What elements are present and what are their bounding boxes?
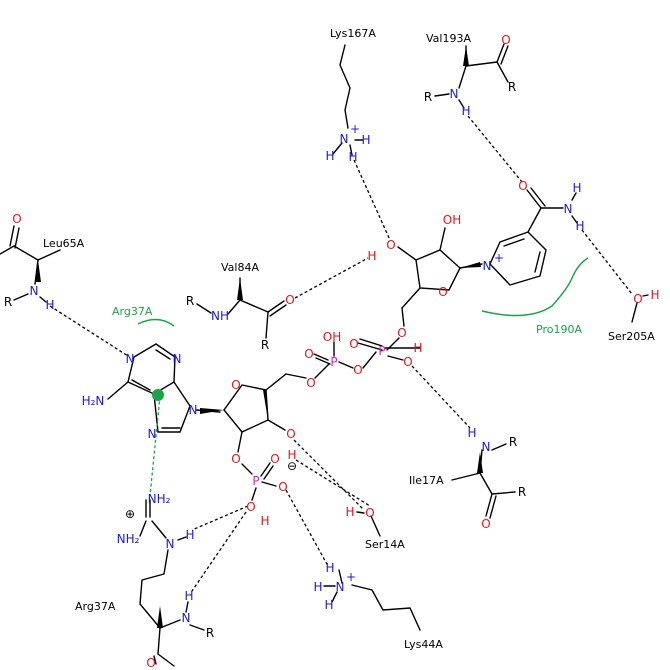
- atom-o: O: [306, 376, 315, 390]
- atom-h: H: [575, 219, 584, 233]
- residue-r: R: [508, 80, 516, 94]
- atom-h: H: [313, 580, 322, 594]
- residue-label-arg37-contact: Arg37A: [112, 305, 153, 318]
- atom-n: N: [189, 403, 198, 417]
- residue-label-lys44: Lys44A: [404, 638, 443, 651]
- pi-cation-contact: [149, 395, 161, 497]
- atom-o-ring: O: [438, 285, 447, 299]
- atom-o: O: [365, 506, 374, 520]
- atom-nh2: NH₂: [117, 532, 140, 546]
- atom-h: H: [650, 288, 659, 302]
- residue-label-lys167: Lys167A: [330, 27, 376, 40]
- atom-o: O: [285, 293, 294, 307]
- atom-n: N: [173, 352, 182, 366]
- atom-o: O: [12, 212, 21, 226]
- atom-oh: H: [413, 341, 422, 355]
- atom-p: P: [252, 474, 259, 488]
- residue-label-arg37: Arg37A: [75, 600, 116, 613]
- residue-label-val84: Val84A: [221, 261, 259, 274]
- residue-r: R: [518, 485, 526, 499]
- atom-n: N: [340, 132, 349, 146]
- atom-h: H: [572, 181, 581, 195]
- residue-r: R: [4, 295, 12, 309]
- atom-o: O: [403, 355, 412, 369]
- atom-o: O: [231, 452, 240, 466]
- atom-n: N: [482, 440, 491, 454]
- atom-h: H: [45, 298, 54, 312]
- atom-oh: OH: [443, 213, 461, 227]
- atom-h: H: [287, 448, 296, 462]
- aromatic-centroid: [152, 389, 164, 401]
- atom-n: N: [166, 537, 175, 551]
- atom-h: H: [325, 561, 334, 575]
- atom-h: H: [324, 598, 333, 612]
- atom-h: H: [345, 505, 354, 519]
- residue-label-ser205: Ser205A: [608, 330, 655, 343]
- atom-h: H: [260, 514, 269, 528]
- residue-label-pro190: Pro190A: [536, 323, 582, 336]
- residue-labels: Lys167A Val193A Leu65A Val84A Arg37A Pro…: [43, 27, 655, 651]
- atom-oh: OH: [323, 330, 341, 344]
- atom-p: P: [330, 355, 337, 369]
- charge-minus: ⊖: [287, 459, 297, 473]
- atom-n: N: [450, 87, 459, 101]
- stereo-wedges: [35, 46, 483, 628]
- residue-r: R: [424, 90, 432, 104]
- atom-o: O: [501, 33, 510, 47]
- atom-labels: N + H H H O R N R H O N H H N + OH O H O…: [4, 33, 660, 670]
- atom-o: O: [270, 452, 279, 466]
- bonds: [0, 43, 649, 667]
- residue-r: R: [509, 435, 517, 449]
- atom-o: O: [633, 292, 642, 306]
- hydrophobic-arc-arg37: [137, 318, 175, 327]
- residue-label-val193: Val193A: [426, 32, 471, 45]
- amino-group: H₂N: [82, 394, 105, 408]
- atom-o: O: [518, 179, 527, 193]
- atom-n: N: [148, 427, 157, 441]
- residue-label-ser14: Ser14A: [365, 538, 405, 551]
- residue-r: R: [206, 626, 214, 640]
- atom-nh: NH: [211, 309, 229, 323]
- atom-o: O: [353, 363, 362, 377]
- charge-plus: +: [346, 570, 356, 584]
- residue-label-ile17: Ile17A: [409, 474, 444, 487]
- atom-n-pyridinium: N: [483, 259, 492, 273]
- charge-plus: +: [350, 122, 360, 136]
- atom-n: N: [30, 284, 39, 298]
- atom-o: O: [481, 517, 490, 531]
- atom-h: H: [361, 133, 370, 147]
- atom-h: H: [467, 426, 476, 440]
- atom-o: O: [278, 480, 287, 494]
- atom-o: O: [304, 347, 313, 361]
- atom-n: N: [564, 202, 573, 216]
- atom-h: H: [461, 104, 470, 118]
- atom-o: O: [349, 337, 358, 351]
- residue-r: R: [186, 294, 194, 308]
- atom-o: O: [246, 500, 255, 514]
- atom-h: H: [367, 249, 376, 263]
- residue-r: R: [261, 338, 269, 352]
- atom-n: N: [336, 580, 345, 594]
- atom-h: H: [185, 528, 194, 542]
- atom-o: O: [146, 656, 155, 670]
- residue-label-leu65: Leu65A: [43, 237, 85, 250]
- atom-o: O: [286, 427, 295, 441]
- hydrophobic-arc-pro190: [481, 257, 589, 317]
- atom-o: O: [397, 326, 406, 340]
- atom-o: O: [386, 238, 395, 252]
- atom-n: N: [182, 611, 191, 625]
- atom-n: N: [126, 352, 135, 366]
- charge-plus: +: [494, 251, 504, 265]
- atom-h: H: [348, 150, 357, 164]
- atom-nh2: NH₂: [148, 492, 171, 506]
- hydrogen-bonds: [49, 115, 633, 595]
- atom-p: P: [378, 344, 385, 358]
- charge-plus-circle: ⊕: [125, 507, 135, 521]
- atom-h: H: [325, 149, 334, 163]
- atom-o-ring: O: [231, 378, 240, 392]
- atom-h: H: [184, 589, 193, 603]
